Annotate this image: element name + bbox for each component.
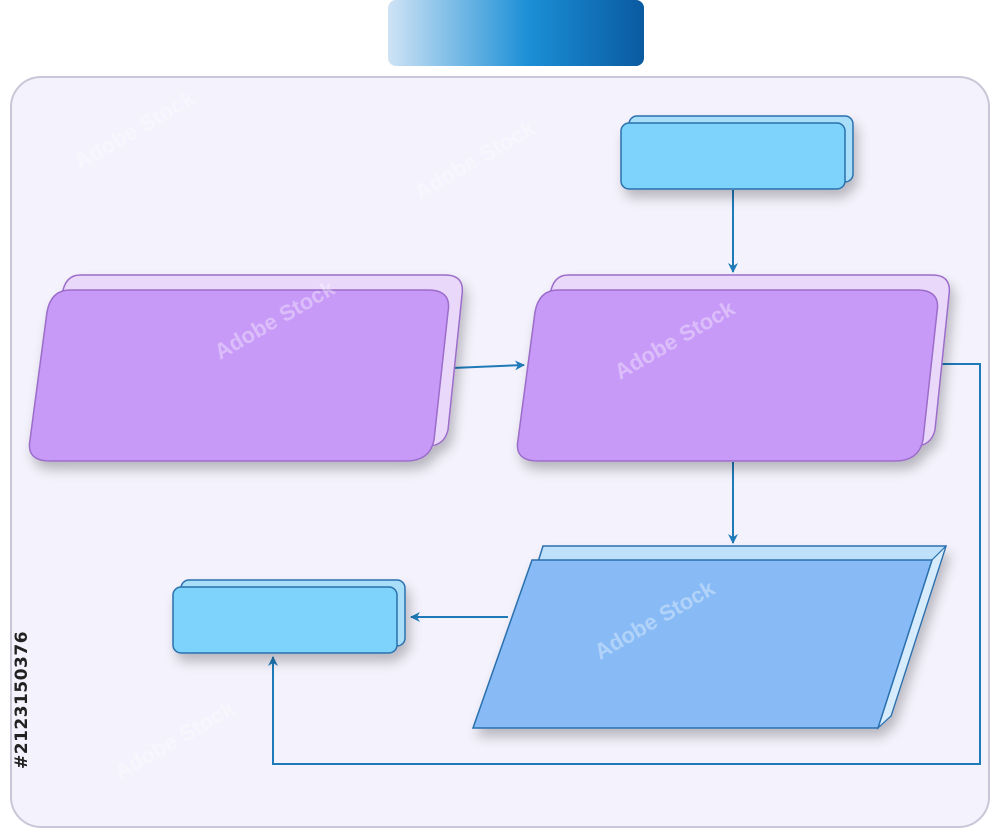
connector-left-to-center	[451, 360, 525, 371]
node-end-left	[172, 579, 406, 654]
stock-id-watermark: #212315037​6	[12, 630, 32, 770]
connectors	[268, 190, 981, 765]
node-start-top	[620, 115, 854, 190]
header-tab	[388, 0, 644, 66]
connector-loop-to-end	[268, 363, 981, 765]
node-process-center	[516, 274, 951, 462]
node-process-left	[28, 274, 464, 462]
node-data-bottom	[471, 545, 948, 730]
